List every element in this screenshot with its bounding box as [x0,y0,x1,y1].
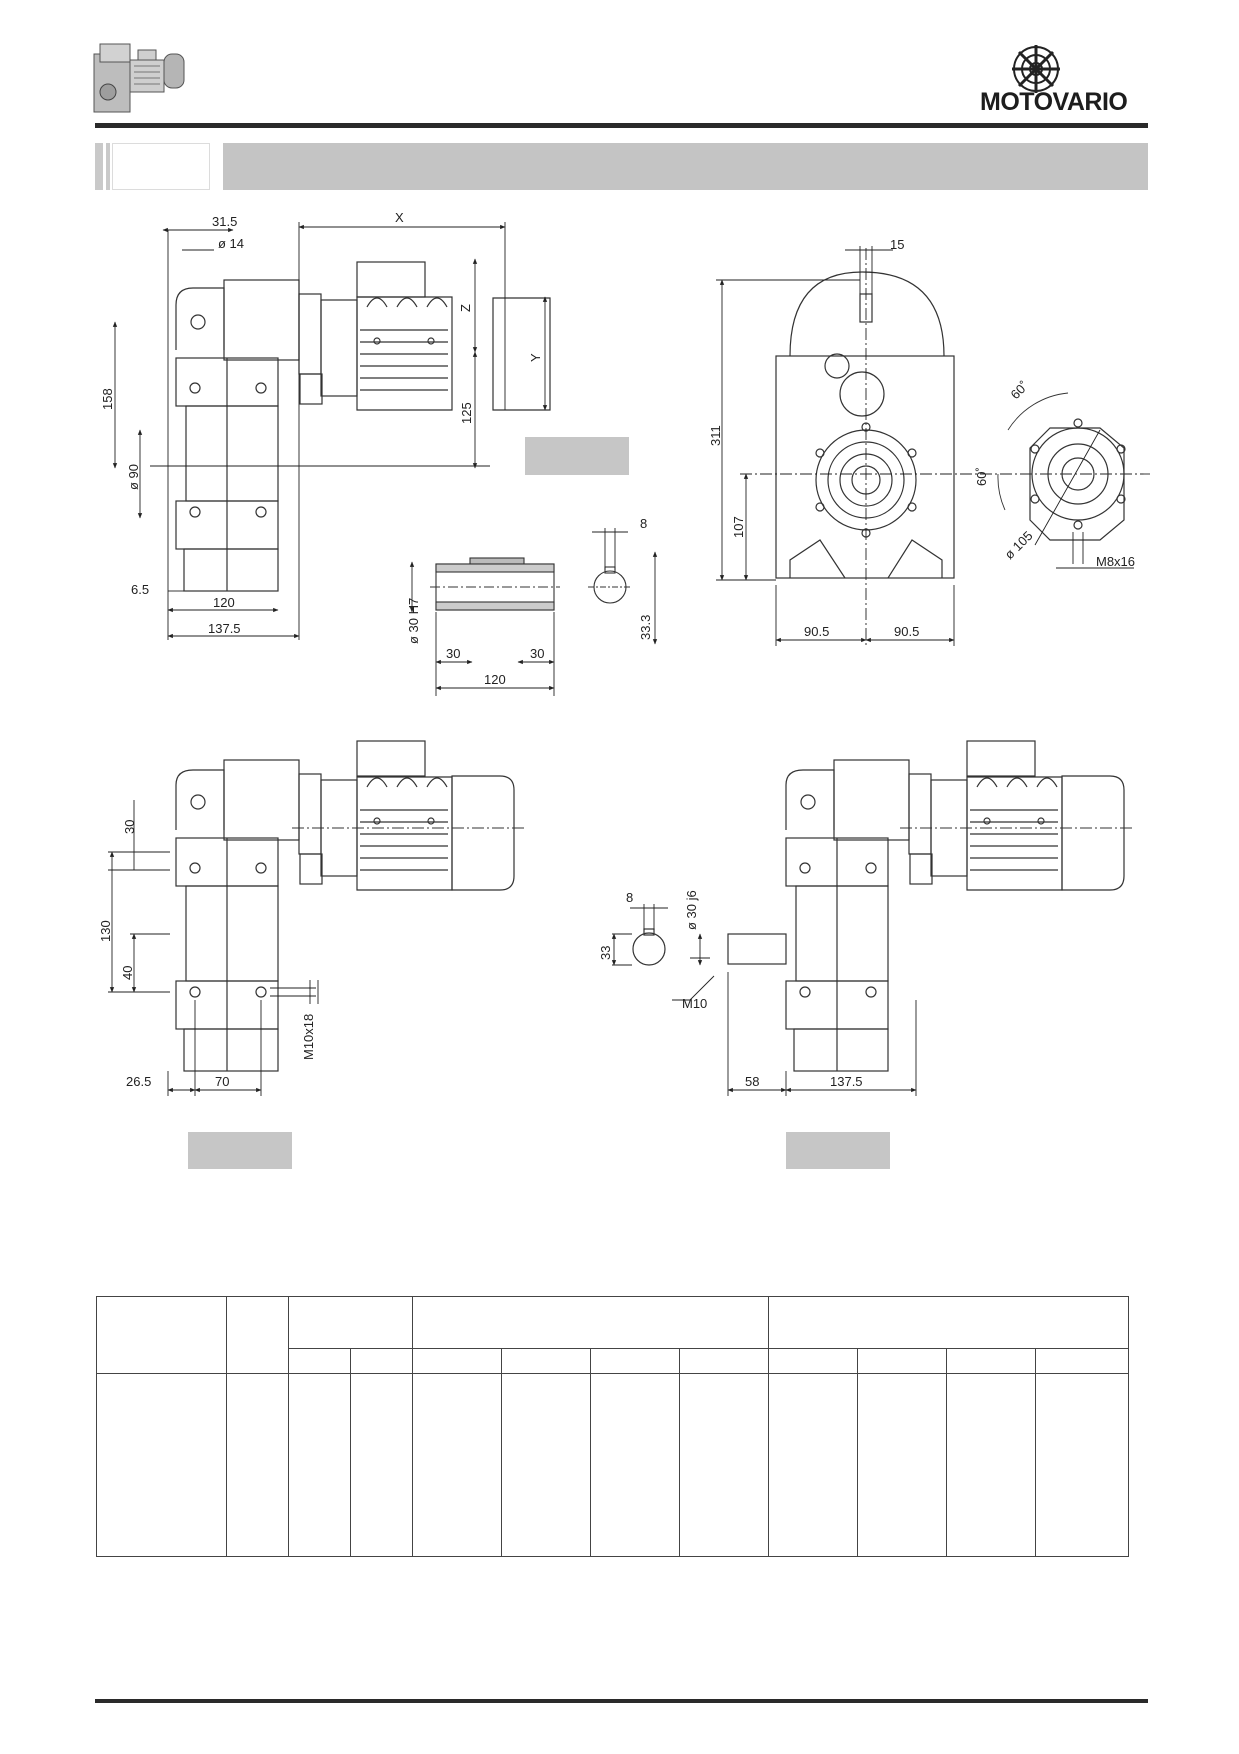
table-subheader-cell [946,1348,1036,1374]
table-cell [226,1373,289,1557]
dim-length-58: 58 [745,1074,759,1089]
section-tab-marker [95,143,103,190]
dim-125: 125 [459,402,474,424]
dim-137-5: 137.5 [208,621,241,636]
dim-shaft-diameter: ø 30 j6 [684,890,699,930]
table-header-cell [96,1296,227,1374]
table-subheader-cell [412,1348,502,1374]
dim-angle-60-top: 60˚ [1008,378,1032,402]
section-title-band [223,143,1148,190]
table-cell [350,1373,413,1557]
table-cell [96,1373,227,1557]
dim-hole-diameter: ø 14 [218,236,244,251]
dim-158: 158 [100,388,115,410]
table-cell [1035,1373,1129,1557]
table-subheader-cell [350,1348,413,1374]
dim-height-311: 311 [708,425,723,446]
front-view [775,271,955,579]
top-left-side-view [175,261,551,592]
dim-depth-33-3: 33.3 [638,615,653,640]
table-header-cell [768,1296,1129,1349]
table-cell [590,1373,680,1557]
dim-height-107: 107 [731,516,746,538]
table-subheader-cell [288,1348,351,1374]
dim-vertical-130: 130 [98,920,113,942]
dim-31-5: 31.5 [212,214,237,229]
dim-bore-diameter: ø 30 H7 [406,598,421,644]
bottom-right-dimension-lines [611,904,917,1096]
flange-dimension-lines [1034,429,1134,569]
footer-rule [95,1699,1148,1703]
table-subheader-cell [1035,1348,1129,1374]
section-tab-marker [106,143,110,190]
specification-table [96,1296,1129,1557]
dim-vertical-40: 40 [120,966,135,980]
dim-x: X [395,210,404,225]
bottom-left-dimension-lines [108,800,319,1096]
dim-key-width-8: 8 [626,890,633,905]
dim-y: Y [528,353,543,362]
hollow-shaft-detail [430,557,632,611]
table-cell [501,1373,591,1557]
dim-length-30-left: 30 [446,646,460,661]
dim-diameter-90: ø 90 [126,464,141,490]
table-cell [412,1373,502,1557]
dim-6-5: 6.5 [131,582,149,597]
dim-pitch-diameter-105: ø 105 [1002,528,1036,562]
dim-thread-m10: M10 [682,996,707,1011]
table-cell [857,1373,947,1557]
table-subheader-cell [590,1348,680,1374]
dim-key-width-8: 8 [640,516,647,531]
dim-vertical-30: 30 [122,820,137,834]
motovario-emblem-icon [1012,45,1060,93]
gearmotor-product-icon [93,43,185,113]
dim-length-30-right: 30 [530,646,544,661]
table-subheader-cell [501,1348,591,1374]
table-cell [946,1373,1036,1557]
table-header-cell [226,1296,289,1374]
table-header-cell [288,1296,413,1349]
top-left-dimension-lines [112,222,548,640]
dim-z: Z [458,304,473,312]
table-cell [288,1373,351,1557]
table-cell [768,1373,858,1557]
bottom-right-view [632,740,1134,1072]
dim-key-15: 15 [890,237,904,252]
brand-name: MOTOVARIO [980,88,1128,116]
table-subheader-cell [857,1348,947,1374]
flange-view [997,392,1126,541]
section-code-box [112,143,210,190]
hollow-shaft-dimension-lines [409,528,658,696]
table-subheader-cell [679,1348,769,1374]
front-view-dimension-lines [716,246,1150,646]
dim-thread-m10x18: M10x18 [301,1014,316,1060]
dim-height-33: 33 [598,946,613,960]
dim-offset-26-5: 26.5 [126,1074,151,1089]
view-label-box-top [525,437,629,475]
header-rule [95,123,1148,128]
dim-spacing-70: 70 [215,1074,229,1089]
dim-width-90-5-left: 90.5 [804,624,829,639]
dim-angle-60-side: 60˚ [974,467,989,486]
dim-width-90-5-right: 90.5 [894,624,919,639]
bottom-left-view [175,740,524,1072]
dim-length-137-5: 137.5 [830,1074,863,1089]
table-cell [679,1373,769,1557]
dim-thread-m8x16: M8x16 [1096,554,1135,569]
dim-length-120: 120 [484,672,506,687]
view-label-box-bottom-right [786,1132,890,1169]
table-subheader-cell [768,1348,858,1374]
brand-logo: MOTOVARIO [978,44,1150,120]
product-thumbnail [90,36,190,118]
table-header-cell [412,1296,769,1349]
dim-120: 120 [213,595,235,610]
view-label-box-bottom-left [188,1132,292,1169]
